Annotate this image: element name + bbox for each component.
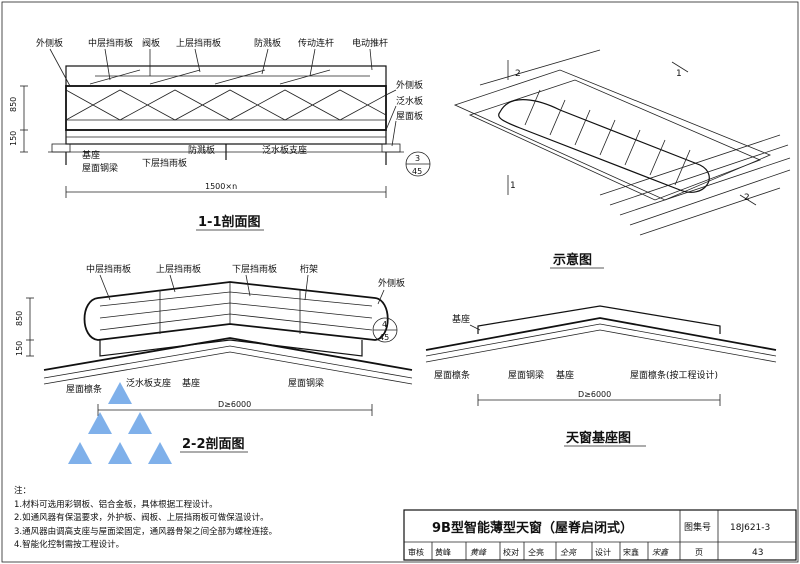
check-label: 校对 [503, 547, 519, 557]
label-truss: 桁架 [300, 263, 318, 275]
leaders-right [385, 89, 397, 147]
supports [48, 143, 404, 165]
label-upper-baffle-22: 上层挡雨板 [156, 263, 201, 275]
schematic-title: 示意图 [553, 252, 592, 268]
base-frame [43, 337, 413, 385]
label-electric-rod: 电动推杆 [352, 37, 388, 49]
page-label: 页 [695, 548, 703, 557]
label-base-seat-22: 基座 [182, 377, 200, 389]
mark-1a: 1 [676, 69, 682, 79]
ref2-top: 4 [382, 320, 387, 329]
label-lower-baffle: 下层挡雨板 [142, 157, 187, 169]
vent-profile [83, 281, 389, 341]
label-roof-panel: 屋面板 [396, 110, 423, 122]
upper-baffles [89, 69, 370, 85]
check-name: 仝亮 [528, 547, 544, 557]
dim-span-22: D≥6000 [218, 400, 251, 409]
dim-150-a: 150 [9, 131, 18, 146]
base-plan-title: 天窗基座图 [566, 430, 631, 446]
label-base-seat: 基座 [82, 149, 100, 161]
ref1-top: 3 [415, 154, 420, 163]
label-flashing-support: 泛水板支座 [262, 144, 307, 156]
label-roof-beam: 屋面钢梁 [82, 162, 118, 174]
dim-1500n: 1500×n [205, 182, 237, 191]
note-4: 4.智能化控制需按工程设计。 [14, 540, 125, 550]
dim-850-a: 850 [9, 97, 18, 112]
mark-1b: 1 [510, 181, 516, 191]
label-base-seat-plan2: 基座 [556, 369, 574, 381]
roof-plane [453, 69, 772, 201]
label-flashing: 泛水板 [396, 95, 423, 107]
mark-2a: 2 [515, 69, 521, 79]
review-signature: 黄峰 [470, 548, 487, 557]
review-name: 黄峰 [435, 547, 451, 557]
page-number: 43 [752, 548, 763, 558]
section-1-1: 850 150 1500×n 外侧板 中层挡雨板 阀板 上层挡雨板 防溅板 传动… [9, 37, 431, 231]
label-roof-purlin-note: 屋面檩条(按工程设计) [630, 369, 718, 381]
cross-bracing [65, 89, 387, 121]
label-outer-side-22: 外侧板 [378, 277, 405, 289]
rails [99, 282, 373, 334]
design-name: 宋鑫 [623, 547, 639, 557]
label-mid-baffle-22: 中层挡雨板 [86, 263, 131, 275]
label-roof-beam-22: 屋面钢梁 [288, 377, 324, 389]
label-anti-splash-bottom: 防溅板 [188, 144, 215, 156]
atlas-number: 18J621-3 [730, 523, 770, 533]
base-plan: D≥6000 基座 屋面檩条 屋面钢梁 基座 屋面檩条(按工程设计) 天窗基座图 [425, 305, 777, 447]
label-anti-splash: 防溅板 [254, 37, 281, 49]
section-2-2: 850 150 D≥6000 中层挡雨板 上层挡雨板 下层挡雨板 桁架 外侧板 … [15, 263, 413, 453]
label-mid-baffle: 中层挡雨板 [88, 37, 133, 49]
design-signature: 宋鑫 [652, 548, 669, 557]
fins [524, 89, 691, 186]
title-block: 9B型智能薄型天窗（屋脊启闭式） 图集号 18J621-3 审核 黄峰 黄峰 校… [403, 509, 797, 561]
notes-heading: 注： [14, 486, 32, 496]
ref2-bottom: 45 [379, 333, 389, 342]
note-2: 2.如通风器有保温要求，外护板、阀板、上层挡雨板可做保温设计。 [14, 513, 269, 523]
mark-2b: 2 [744, 193, 750, 203]
label-roof-beam-plan: 屋面钢梁 [508, 369, 544, 381]
note-3: 3.通风器由调高支座与屋面梁固定，通风器骨架之间全部为螺栓连接。 [14, 526, 278, 537]
label-roof-purlin-22: 屋面檩条 [66, 383, 102, 395]
dim-span-base: D≥6000 [578, 390, 611, 399]
atlas-label: 图集号 [684, 521, 711, 533]
label-lower-baffle-22: 下层挡雨板 [232, 263, 277, 275]
label-base-seat-plan: 基座 [452, 313, 470, 325]
schematic: 2 1 1 2 示意图 [453, 49, 791, 269]
design-label: 设计 [595, 547, 611, 557]
label-outer-side-right: 外侧板 [396, 79, 423, 91]
label-roof-purlin-plan: 屋面檩条 [434, 369, 470, 381]
label-drive-rod: 传动连杆 [298, 37, 334, 49]
review-label: 审核 [408, 547, 424, 557]
watermark-logo [68, 382, 172, 464]
notes: 注： 1.材料可选用彩钢板、铝合金板，具体根据工程设计。 2.如通风器有保温要求… [14, 485, 414, 553]
check-signature: 仝亮 [560, 548, 577, 557]
label-valve: 阀板 [142, 37, 160, 49]
label-flashing-support-22: 泛水板支座 [126, 377, 171, 389]
leaders-top [49, 48, 373, 87]
corrugations [479, 49, 791, 236]
dim-850-b: 850 [15, 311, 24, 326]
dim-150-b: 150 [15, 341, 24, 356]
cut-marks [507, 60, 757, 206]
leaders-22 [99, 274, 385, 305]
note-1: 1.材料可选用彩钢板、铝合金板，具体根据工程设计。 [14, 499, 218, 510]
section-1-1-title: 1-1剖面图 [198, 214, 261, 230]
ref1-bottom: 45 [412, 167, 422, 176]
label-upper-baffle: 上层挡雨板 [176, 37, 221, 49]
label-outer-side: 外侧板 [36, 37, 63, 49]
section-2-2-title: 2-2剖面图 [182, 436, 245, 452]
vent-body [498, 99, 710, 193]
drawing-title: 9B型智能薄型天窗（屋脊启闭式） [432, 520, 633, 536]
